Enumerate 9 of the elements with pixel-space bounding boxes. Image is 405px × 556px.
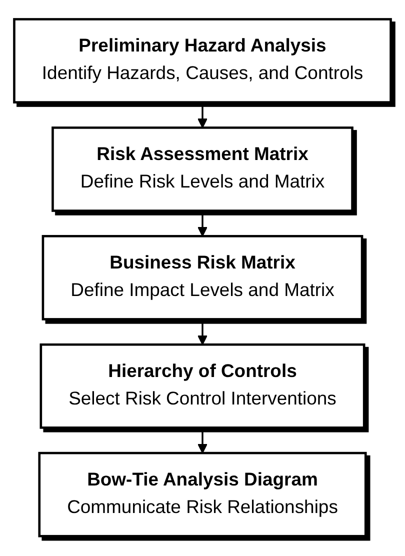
node-box: Bow-Tie Analysis Diagram Communicate Risk Relationships xyxy=(38,452,367,538)
arrow xyxy=(197,102,208,128)
node-box: Business Risk Matrix Define Impact Levels and Matrix xyxy=(42,235,364,321)
arrow xyxy=(197,428,208,454)
node-box: Preliminary Hazard Analysis Identify Hazards, Causes, and Controls xyxy=(13,18,392,104)
node-box: Risk Assessment Matrix Define Risk Levels and Matrix xyxy=(52,126,354,212)
node-box: Hierarchy of Controls Select Risk Control Interventions xyxy=(40,344,366,430)
arrow xyxy=(197,211,208,237)
arrow xyxy=(197,320,208,346)
